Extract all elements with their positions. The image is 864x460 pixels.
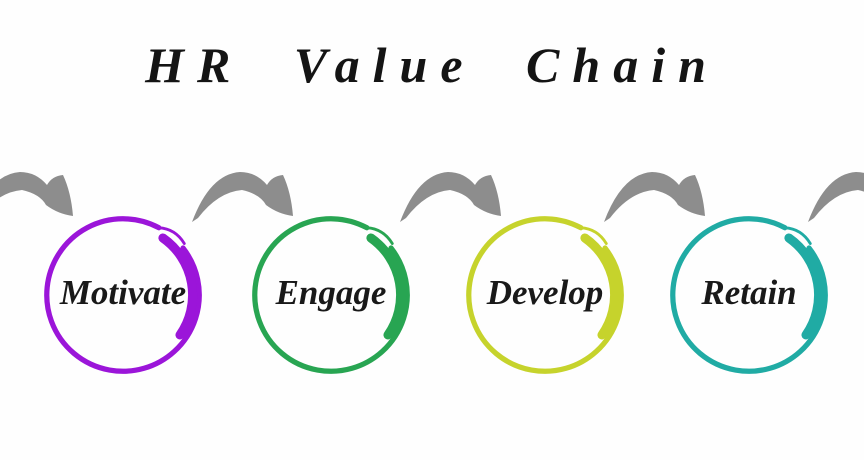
flow-arrow-shape [808, 172, 864, 222]
step-label: Develop [486, 273, 604, 312]
flow-arrow-icon [604, 172, 705, 222]
step-label: Motivate [59, 273, 187, 312]
step-label: Engage [275, 273, 387, 312]
flow-arrow-icon [192, 172, 293, 222]
step-engage: Engage [250, 214, 412, 376]
circle-brush-tail [366, 233, 406, 340]
flow-arrow-icon [400, 172, 501, 222]
circle-ring [44, 216, 202, 374]
step-develop: Develop [464, 214, 626, 376]
diagram-title: HR Value Chain [145, 37, 719, 93]
circle-stroke-flick [157, 226, 186, 245]
flow-arrow-shape [192, 172, 293, 222]
hand-drawn-circle-icon [44, 216, 202, 374]
flow-arrow-icon [0, 172, 73, 216]
flow-arrow-icon [808, 172, 864, 222]
hand-drawn-circle-icon [670, 216, 828, 374]
circle-stroke-flick [579, 226, 608, 245]
step-label: Retain [701, 273, 797, 312]
circle-brush-tail [580, 233, 620, 340]
circle-ring [670, 216, 828, 374]
circle-stroke-flick [365, 226, 394, 245]
flow-arrow-shape [0, 172, 73, 216]
circle-ring [252, 216, 410, 374]
hand-drawn-circle-icon [252, 216, 410, 374]
circle-ring [466, 216, 624, 374]
circle-brush-tail [158, 233, 198, 340]
circle-stroke-flick [783, 226, 812, 245]
step-motivate: Motivate [42, 214, 204, 376]
hand-drawn-circle-icon [466, 216, 624, 374]
flow-arrow-shape [400, 172, 501, 222]
circle-brush-tail [784, 233, 824, 340]
step-retain: Retain [668, 214, 830, 376]
flow-arrow-shape [604, 172, 705, 222]
